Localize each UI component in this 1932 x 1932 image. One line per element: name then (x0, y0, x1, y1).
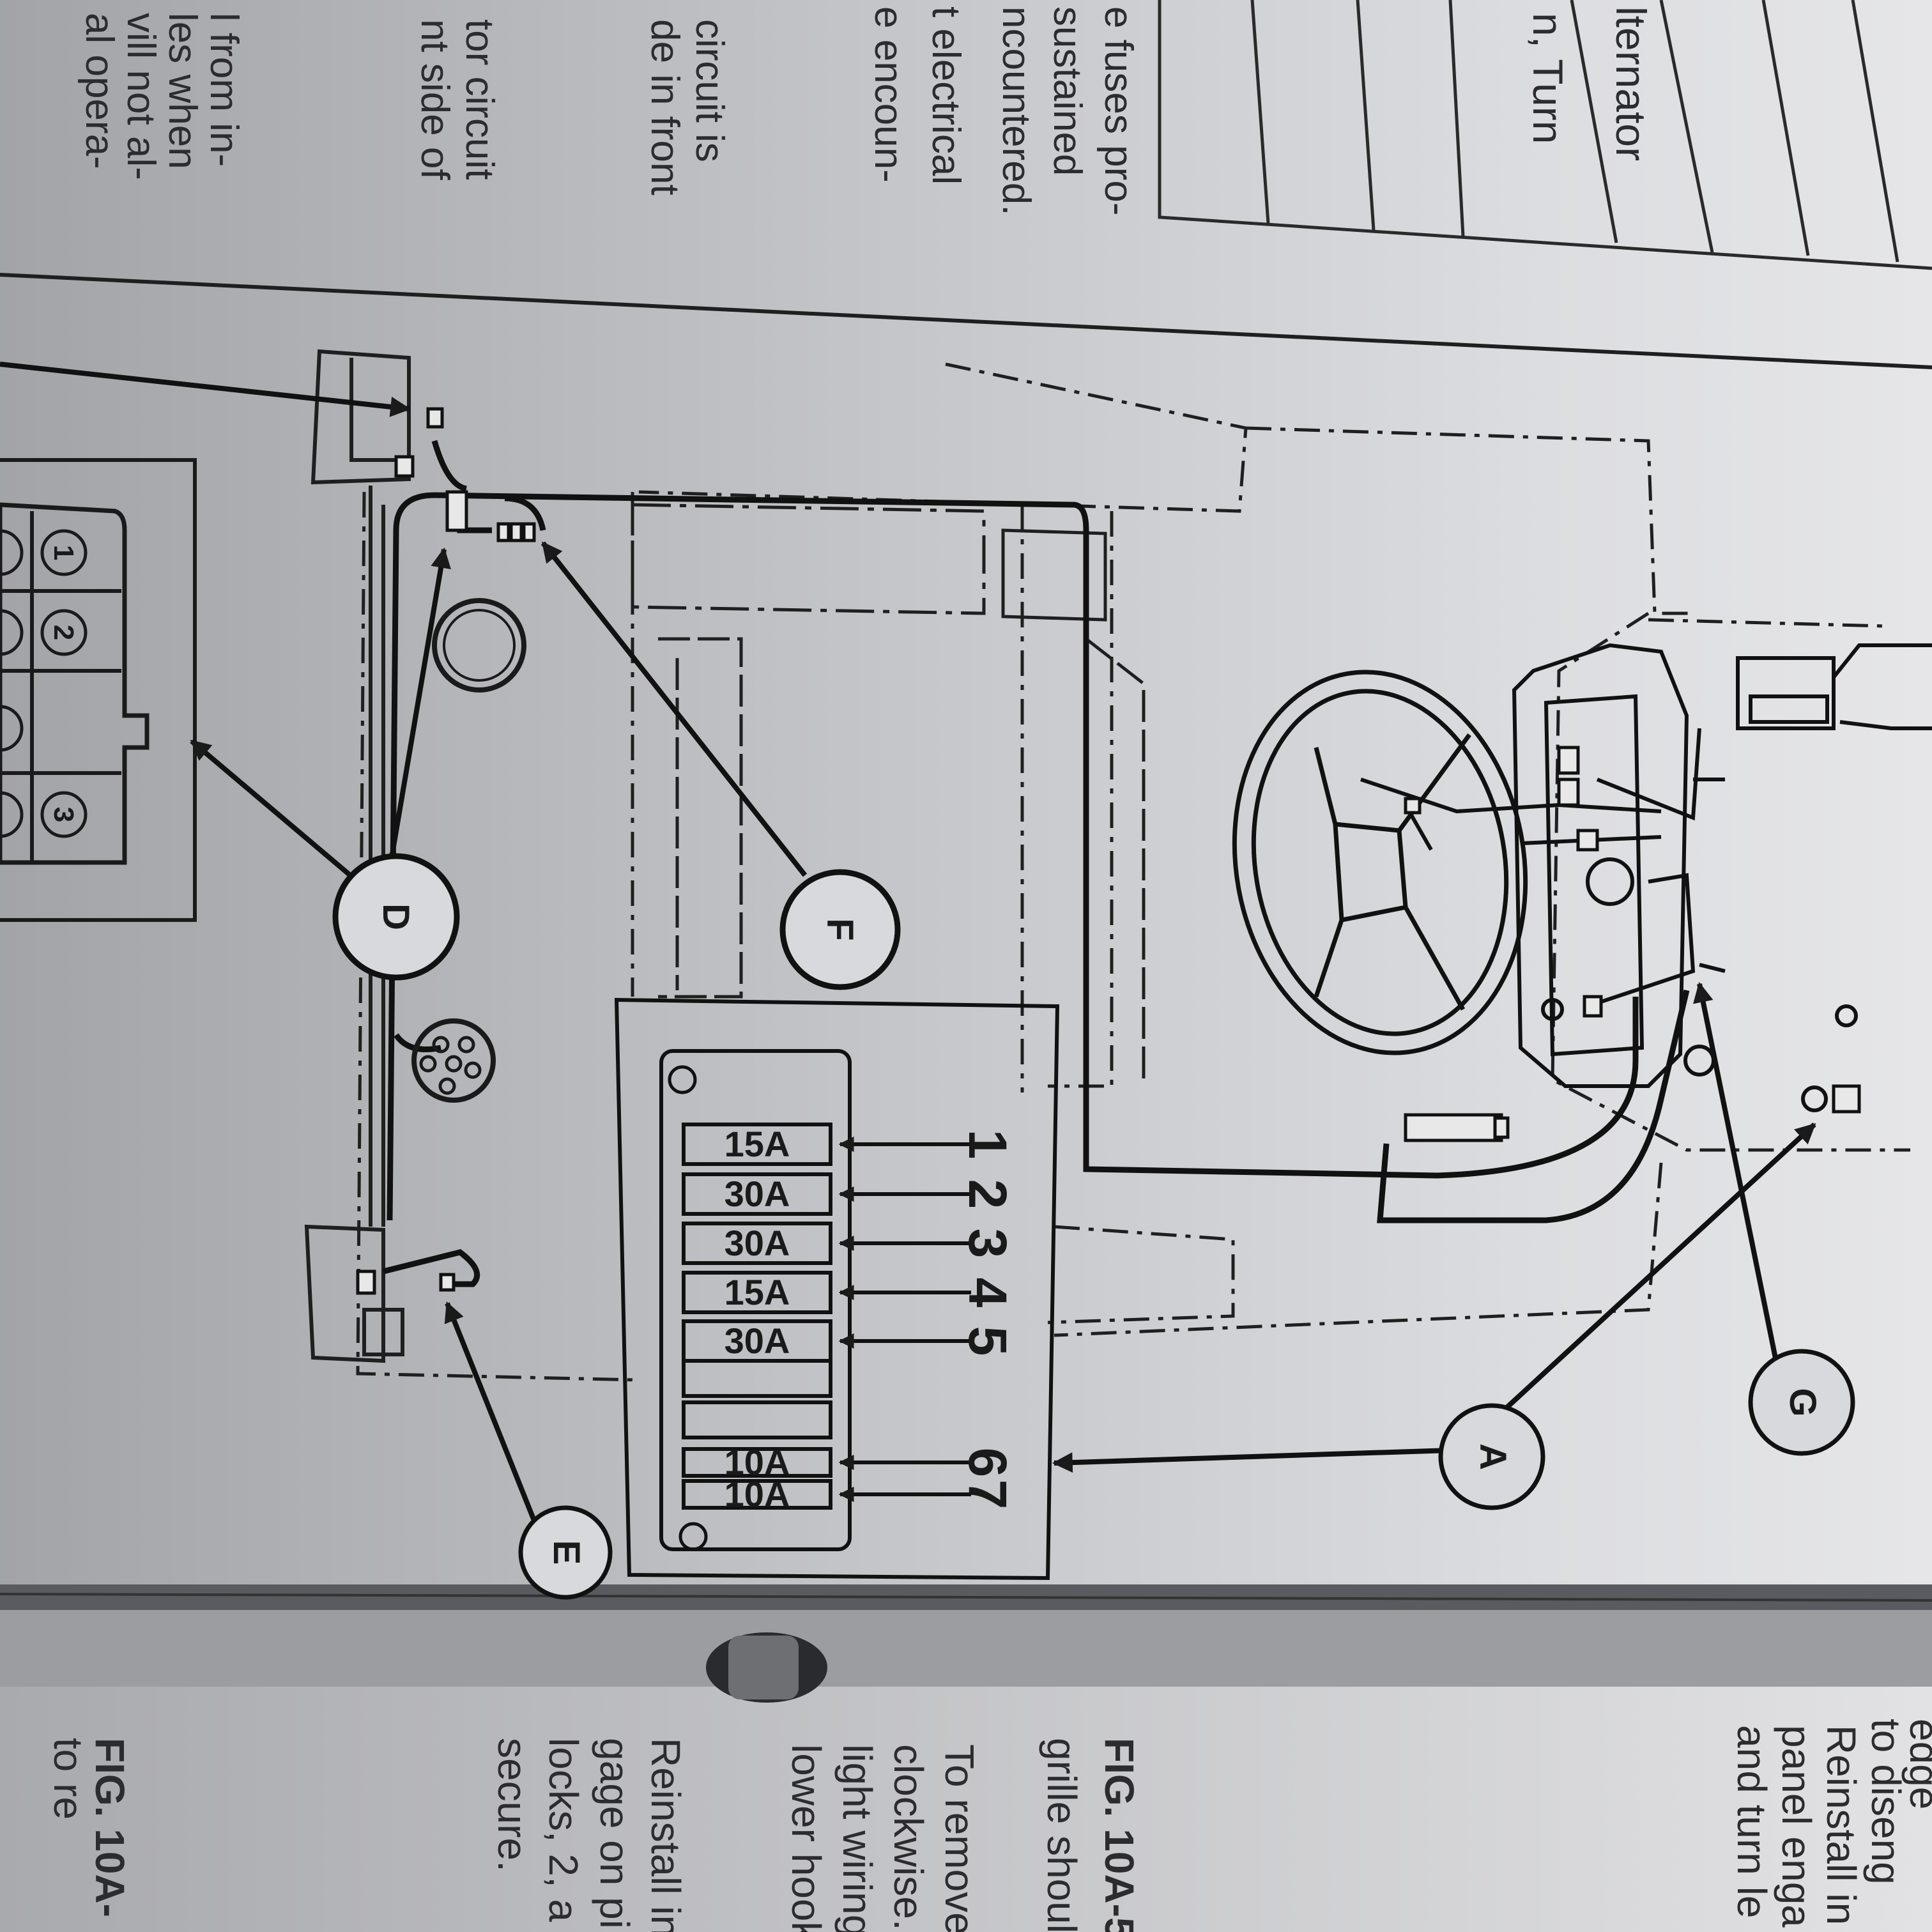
fuse-number: 2 (958, 1179, 1018, 1209)
callout-label: E (546, 1540, 587, 1565)
bottom-text-line: gage on pi (592, 1738, 638, 1929)
bottom-text-line: and turn le (1729, 1725, 1775, 1918)
connector-detail-inset (0, 458, 197, 922)
fuse-slot (682, 1172, 832, 1216)
fuse-slot (682, 1479, 832, 1510)
bottom-text-line: light wiring (834, 1744, 880, 1932)
cluster-connectors (1404, 746, 1861, 1142)
text-line: de in front (643, 19, 687, 195)
bottom-text-line: panel enga (1774, 1725, 1820, 1928)
fuse-slot (682, 1123, 832, 1166)
callout-label: A (1472, 1443, 1514, 1470)
fuse-slot (682, 1222, 832, 1265)
bottom-text-line: to diseng (1863, 1719, 1909, 1885)
fuse-rating: 30A (724, 1223, 790, 1263)
bottom-text-line: secure. (489, 1738, 535, 1872)
fuse-number: 7 (958, 1480, 1018, 1510)
round-gauge-cutout (432, 598, 526, 693)
steering-wheel (1232, 670, 1528, 1055)
text-line: vill not al- (119, 13, 163, 180)
bottom-text-line: To remove (937, 1744, 983, 1932)
bottom-text-line: Reinstall in (1818, 1725, 1864, 1925)
fuse-number: 5 (958, 1326, 1018, 1356)
connector-pin-2: 2 (48, 625, 79, 640)
bottom-text-line: FIG. 10A-5 (1096, 1738, 1142, 1932)
callout-label: D (375, 903, 417, 930)
bottom-text-line: grille shoul (1039, 1738, 1085, 1932)
bottom-text-line: locks, 2, a (540, 1738, 586, 1922)
harness-connectors (356, 407, 536, 1295)
bottom-text-line: edge (1901, 1719, 1932, 1809)
callout-E: E (518, 1505, 613, 1600)
spec-table (1158, 0, 1932, 270)
fuse-rating: 30A (724, 1321, 790, 1361)
table-text: n, Turn (1524, 13, 1572, 144)
connector-pin-3: 3 (48, 807, 79, 822)
bottom-text-line: clockwise. (885, 1744, 931, 1931)
fuse-rating: 10A (724, 1474, 790, 1514)
callout-F: F (779, 869, 901, 990)
fuse-number: 4 (958, 1278, 1018, 1308)
instrument-cluster (1512, 643, 1932, 1112)
fuse-slots: 15A 1 30A 2 30A 3 15A 4 30A 5 10A 6 10A 7 (682, 1123, 1018, 1514)
text-col-1: l from in- (202, 13, 246, 167)
callout-G: G (1748, 1349, 1855, 1456)
connector-pin-1: 1 (48, 545, 79, 560)
text-line: e fuses pro- (1096, 6, 1140, 215)
fuse-slot (682, 1359, 832, 1398)
text-line: sustained (1045, 6, 1089, 176)
bottom-text-line: to re (45, 1738, 91, 1820)
callout-label: F (819, 918, 861, 940)
fuse-rating: 15A (724, 1124, 790, 1164)
bottom-text-line: lower hook (783, 1744, 829, 1932)
bottom-text-line: FIG. 10A- (87, 1738, 133, 1917)
text-line: tor circuit (457, 19, 502, 180)
text-line: ncountered. (994, 6, 1038, 215)
figure-bottom-rule (0, 1593, 1932, 1602)
table-text: lternator (1607, 6, 1655, 161)
text-line: nt side of (413, 19, 457, 180)
round-plug-connector (411, 1018, 496, 1103)
fuse-rating: 30A (724, 1174, 790, 1214)
fuse-slot (682, 1271, 832, 1314)
vehicle-body-outline (356, 362, 1910, 1382)
figure-top-rule (0, 273, 1932, 369)
fuse-number: 6 (958, 1448, 1018, 1478)
callout-D: D (332, 853, 460, 981)
text-line: circuit is (687, 19, 732, 162)
fuse-rating: 10A (724, 1442, 790, 1482)
fuse-number: 1 (958, 1130, 1018, 1160)
fuse-slot (682, 1400, 832, 1439)
text-line: les when (160, 13, 204, 169)
cluster-wiring (1360, 728, 1726, 1005)
fuse-slot (682, 1447, 832, 1478)
bottom-text-line: Reinstall in (643, 1738, 689, 1932)
page-gap (0, 1610, 1932, 1687)
fuse-box (614, 997, 1060, 1581)
svg-text:l from in-: l from in- (202, 13, 246, 167)
text-line: e encoun- (866, 6, 910, 183)
callout-arrows (0, 362, 1816, 1528)
fuse-number: 3 (958, 1229, 1018, 1259)
fuse-rating: 15A (724, 1272, 790, 1312)
callout-label: G (1782, 1388, 1823, 1416)
top-page (0, 0, 1932, 1610)
text-line: t electrical (924, 6, 968, 185)
bottom-page (0, 1687, 1932, 1932)
text-line: al opera- (77, 13, 121, 169)
callout-A: A (1438, 1403, 1545, 1510)
binder-ring-post (728, 1636, 799, 1699)
